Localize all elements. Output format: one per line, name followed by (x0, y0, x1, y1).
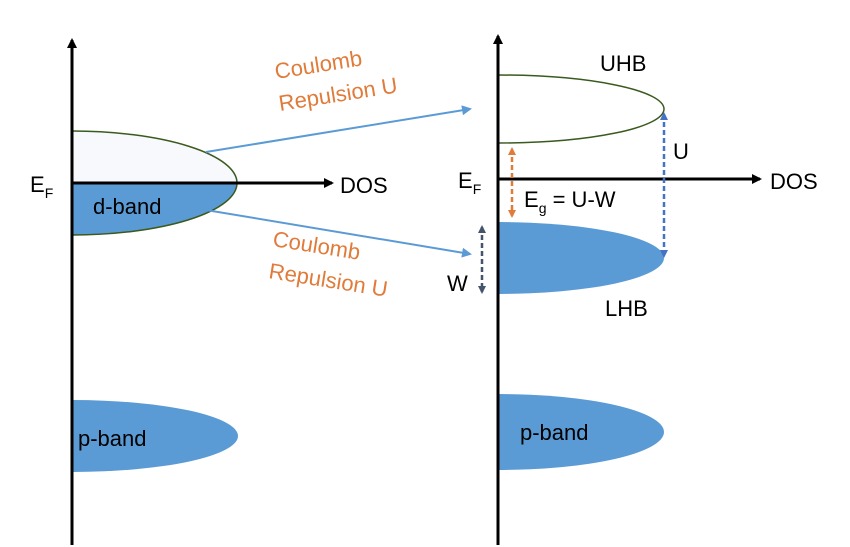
d-band-label: d-band (93, 194, 162, 219)
right-fermi-label: EF (458, 168, 481, 197)
left-dos-label: DOS (340, 173, 388, 198)
coulomb-lower-line2: Repulsion U (267, 258, 389, 301)
uhb-label: UHB (600, 51, 646, 76)
d-band-empty-half (72, 131, 237, 183)
p-band-right-label: p-band (520, 420, 589, 445)
left-fermi-label: EF (30, 172, 53, 201)
coulomb-lower-arrow (205, 209, 472, 258)
gap-label: Eg = U-W (524, 187, 616, 216)
coulomb-lower-line1: Coulomb (271, 226, 362, 264)
u-label: U (673, 139, 689, 164)
w-label: W (447, 271, 468, 296)
d-band-filled-half (72, 183, 237, 235)
uhb-band (497, 74, 665, 144)
lhb-label: LHB (605, 296, 648, 321)
p-band-left (72, 400, 238, 472)
p-band-left-label: p-band (78, 426, 147, 451)
coulomb-upper-line1: Coulomb (273, 45, 364, 83)
right-dos-label: DOS (770, 169, 818, 194)
p-band-right (498, 394, 664, 470)
coulomb-upper-arrow (205, 105, 472, 153)
lhb-band (498, 222, 664, 294)
